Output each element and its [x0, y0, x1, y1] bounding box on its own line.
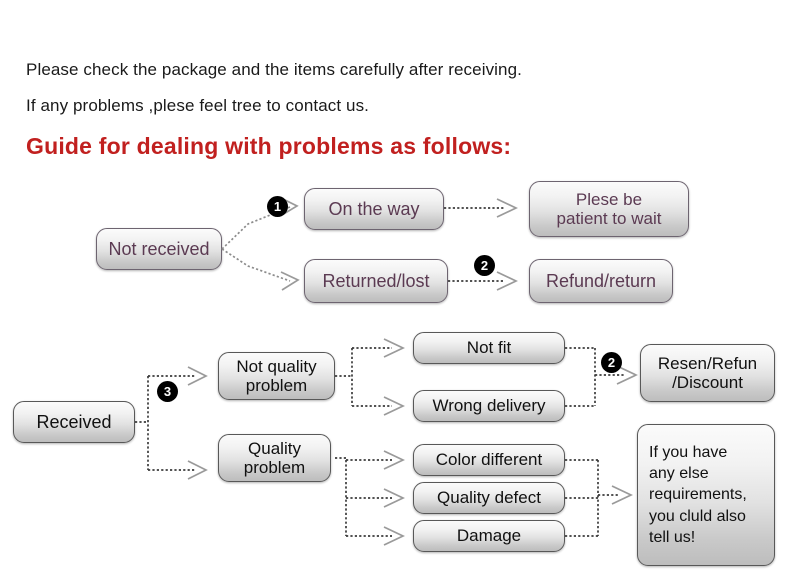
note-line-1: If you have	[649, 443, 728, 461]
node-not-quality-problem[interactable]: Not quality problem	[218, 352, 335, 400]
node-line-2: patient to wait	[556, 209, 662, 228]
node-line-1: Resen/Refun	[657, 353, 758, 373]
badge-step-1: 1	[267, 196, 288, 217]
node-line-1: Not quality	[236, 356, 317, 376]
node-line-1: Plese be	[575, 189, 643, 209]
node-quality-problem[interactable]: Quality problem	[218, 434, 331, 482]
node-on-the-way[interactable]: On the way	[304, 188, 444, 230]
badge-step-2-bottom: 2	[601, 352, 622, 373]
node-returned-lost[interactable]: Returned/lost	[304, 259, 448, 303]
note-line-3: requirements,	[649, 486, 747, 504]
node-damage[interactable]: Damage	[413, 520, 565, 552]
node-not-fit[interactable]: Not fit	[413, 332, 565, 364]
node-additional-requirements-note[interactable]: If you have any else requirements, you c…	[637, 424, 775, 566]
node-quality-defect[interactable]: Quality defect	[413, 482, 565, 514]
note-line-5: tell us!	[649, 528, 696, 546]
note-line-4: you cluld also	[649, 507, 746, 525]
node-line-1: Quality	[248, 438, 301, 458]
badge-step-2-top: 2	[474, 255, 495, 276]
intro-line-1: Please check the package and the items c…	[26, 60, 522, 79]
node-refund-return[interactable]: Refund/return	[529, 259, 673, 303]
node-line-2: /Discount	[672, 373, 743, 392]
node-resend-refund-discount[interactable]: Resen/Refun /Discount	[640, 344, 775, 402]
node-line-2: problem	[243, 458, 306, 477]
node-plese-be-patient-to-wait[interactable]: Plese be patient to wait	[529, 181, 689, 237]
node-color-different[interactable]: Color different	[413, 444, 565, 476]
node-received[interactable]: Received	[13, 401, 135, 443]
node-not-received[interactable]: Not received	[96, 228, 222, 270]
note-line-2: any else	[649, 465, 709, 483]
node-wrong-delivery[interactable]: Wrong delivery	[413, 390, 565, 422]
node-line-2: problem	[245, 376, 308, 395]
badge-step-3: 3	[157, 381, 178, 402]
guide-heading: Guide for dealing with problems as follo…	[26, 133, 512, 159]
intro-line-2: If any problems ,plese feel tree to cont…	[26, 96, 369, 115]
